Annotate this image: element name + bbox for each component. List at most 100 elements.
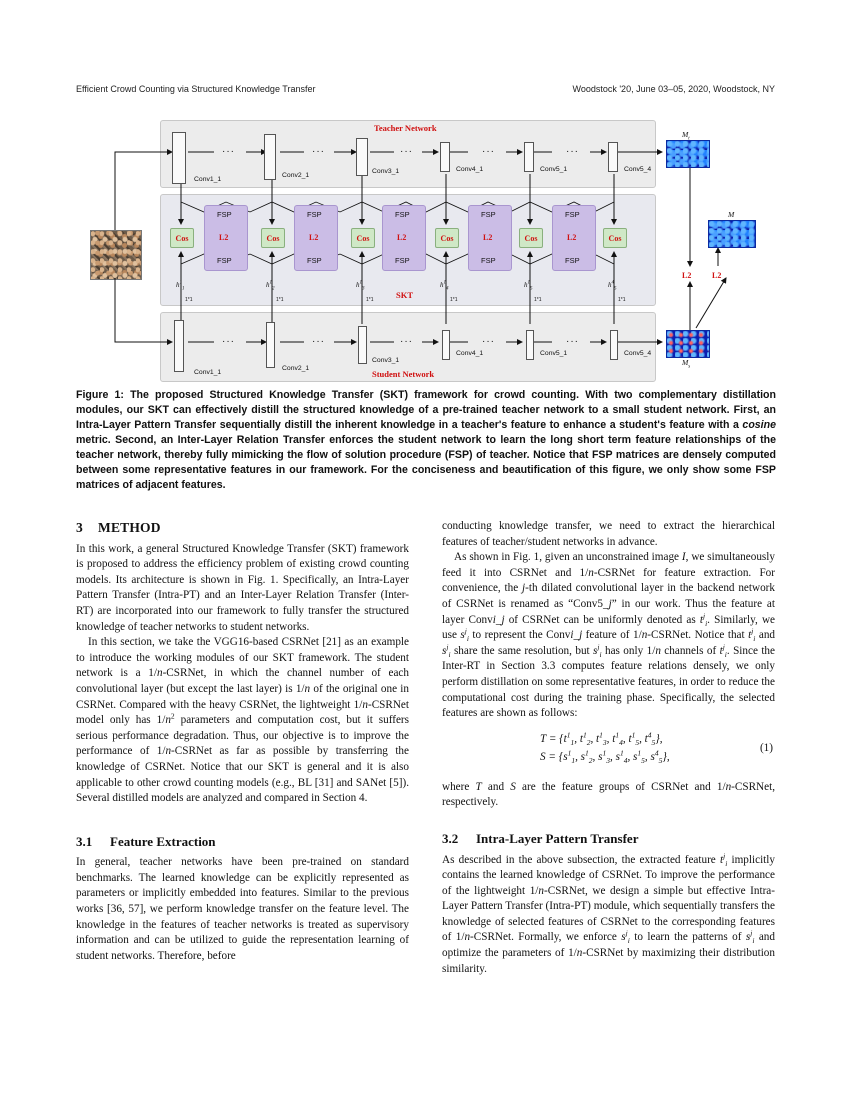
- teacher-conv4-block: [440, 142, 450, 172]
- equation-number: (1): [759, 741, 773, 754]
- teacher-conv-label: Conv2_1: [282, 172, 310, 179]
- teacher-conv-label: Conv5_4: [624, 166, 652, 173]
- fsp-label: FSP: [307, 256, 322, 265]
- crowd-input-image: [90, 230, 142, 280]
- student-conv54-block: [610, 330, 618, 360]
- fsp-label: FSP: [565, 210, 580, 219]
- teacher-conv3-block: [356, 138, 368, 176]
- student-dots-1: ···: [222, 336, 235, 347]
- teacher-conv2-block: [264, 134, 276, 180]
- student-network-label: Student Network: [372, 369, 435, 379]
- teacher-density-map: [666, 140, 710, 168]
- l2-label: L2: [309, 233, 319, 242]
- paragraph: conducting knowledge transfer, we need t…: [442, 520, 775, 548]
- cos-box: Cos: [603, 228, 627, 248]
- fsp-group: [204, 205, 248, 271]
- teacher-dots-2: ···: [312, 146, 325, 157]
- fsp-label: FSP: [481, 256, 496, 265]
- paragraph: As shown in Fig. 1, given an unconstrain…: [442, 551, 776, 720]
- fsp-group: [382, 205, 426, 271]
- fsp-label: FSP: [395, 210, 410, 219]
- output-l2-right: L2: [712, 271, 722, 280]
- figure-connectors: [114, 149, 727, 345]
- teacher-conv1-block: [172, 132, 186, 184]
- student-conv3-block: [358, 326, 367, 364]
- ground-truth-density-map: [708, 220, 756, 248]
- h-label: h14: [440, 280, 449, 292]
- teacher-conv-label: Conv3_1: [372, 168, 400, 175]
- teacher-network-band: [160, 120, 656, 188]
- teacher-dots-1: ···: [222, 146, 235, 157]
- teacher-dots-5: ···: [566, 146, 579, 157]
- cos-box: Cos: [519, 228, 543, 248]
- fsp-label: FSP: [565, 256, 580, 265]
- fsp-label: FSP: [481, 210, 496, 219]
- student-conv1-block: [174, 320, 184, 372]
- teacher-output-label: Mt: [682, 130, 690, 142]
- one-by-one-label: 1*1: [534, 297, 542, 303]
- paragraph: In general, teacher networks have been p…: [76, 856, 409, 962]
- right-column: conducting knowledge transfer, we need t…: [442, 519, 775, 977]
- teacher-dots-4: ···: [482, 146, 495, 157]
- skt-label: SKT: [396, 290, 414, 300]
- student-conv-label: Conv1_1: [194, 369, 222, 376]
- teacher-conv54-block: [608, 142, 618, 172]
- skt-framework-figure: Teacher Network SKT Student Network: [76, 116, 776, 384]
- fsp-label: FSP: [395, 256, 410, 265]
- l2-label: L2: [397, 233, 407, 242]
- teacher-dots-3: ···: [400, 146, 413, 157]
- h-label: h15: [524, 280, 533, 292]
- fsp-label: FSP: [217, 256, 232, 265]
- h-label: h12: [266, 280, 275, 292]
- student-output-label: Ms: [682, 358, 691, 370]
- gt-density-label: M: [728, 210, 735, 219]
- paragraph: where T and S are the feature groups of …: [442, 780, 775, 809]
- running-header-title: Efficient Crowd Counting via Structured …: [76, 84, 316, 94]
- cos-box: Cos: [351, 228, 375, 248]
- one-by-one-label: 1*1: [366, 297, 374, 303]
- student-conv4-block: [442, 330, 450, 360]
- teacher-conv-label: Conv1_1: [194, 176, 222, 183]
- student-dots-2: ···: [312, 336, 325, 347]
- cos-box: Cos: [435, 228, 459, 248]
- l2-label: L2: [567, 233, 577, 242]
- one-by-one-label: 1*1: [276, 297, 284, 303]
- student-dots-5: ···: [566, 336, 579, 347]
- cos-box: Cos: [261, 228, 285, 248]
- teacher-conv5-block: [524, 142, 534, 172]
- output-l2-left: L2: [682, 271, 692, 280]
- l2-label: L2: [219, 233, 229, 242]
- student-conv2-block: [266, 322, 275, 368]
- student-network-band: [160, 312, 656, 382]
- student-conv5-block: [526, 330, 534, 360]
- fsp-label: FSP: [217, 210, 232, 219]
- student-conv-label: Conv2_1: [282, 365, 310, 372]
- l2-label: L2: [483, 233, 493, 242]
- student-conv-label: Conv3_1: [372, 357, 400, 364]
- teacher-network-label: Teacher Network: [374, 123, 437, 133]
- running-header-venue: Woodstock '20, June 03–05, 2020, Woodsto…: [572, 84, 775, 94]
- h-label: h11: [176, 280, 185, 292]
- student-density-map: [666, 330, 710, 358]
- student-conv-label: Conv4_1: [456, 350, 484, 357]
- paragraph: In this section, we take the VGG16-based…: [76, 636, 410, 805]
- paragraph: As described in the above subsection, th…: [442, 850, 776, 975]
- fsp-group: [468, 205, 512, 271]
- cos-box: Cos: [170, 228, 194, 248]
- equation-row-student: S = {s11, s12, s13, s14, s15, s45},: [540, 747, 670, 765]
- one-by-one-label: 1*1: [618, 297, 626, 303]
- figure-caption: Figure 1: The proposed Structured Knowle…: [76, 389, 776, 491]
- teacher-conv-label: Conv5_1: [540, 166, 568, 173]
- fsp-group: [294, 205, 338, 271]
- equation-1: T = {t11, t12, t13, t14, t15, t45}, S = …: [442, 728, 775, 772]
- student-dots-3: ···: [400, 336, 413, 347]
- h-label: h45: [608, 280, 617, 292]
- paragraph: In this work, a general Structured Knowl…: [76, 542, 409, 633]
- one-by-one-label: 1*1: [450, 297, 458, 303]
- fsp-label: FSP: [307, 210, 322, 219]
- one-by-one-label: 1*1: [185, 297, 193, 303]
- student-dots-4: ···: [482, 336, 495, 347]
